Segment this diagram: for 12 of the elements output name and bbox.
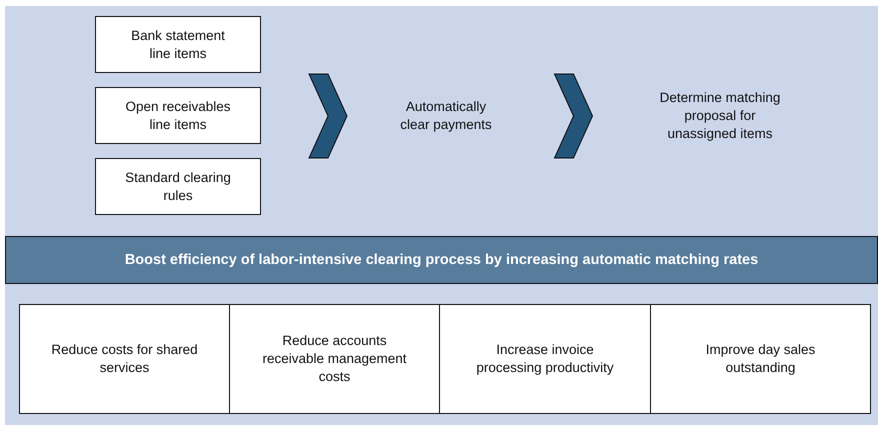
benefit-cell: Increase invoice processing productivity — [439, 304, 651, 414]
goal-banner: Boost efficiency of labor-intensive clearing process by increasing automatic matching rates — [5, 236, 878, 284]
benefit-cell: Reduce accounts receivable management costs — [229, 304, 440, 414]
chevron-arrow — [308, 74, 348, 158]
step-text: Automatically clear payments — [399, 98, 493, 134]
step-text: Determine matching proposal for unassigned items — [658, 89, 782, 143]
input-box: Open receivables line items — [95, 87, 261, 144]
benefit-cell: Improve day sales outstanding — [650, 304, 871, 414]
benefit-cell: Reduce costs for shared services — [19, 304, 230, 414]
input-box: Standard clearing rules — [95, 158, 261, 215]
input-box: Bank statement line items — [95, 16, 261, 73]
chevron-arrow — [554, 74, 594, 158]
